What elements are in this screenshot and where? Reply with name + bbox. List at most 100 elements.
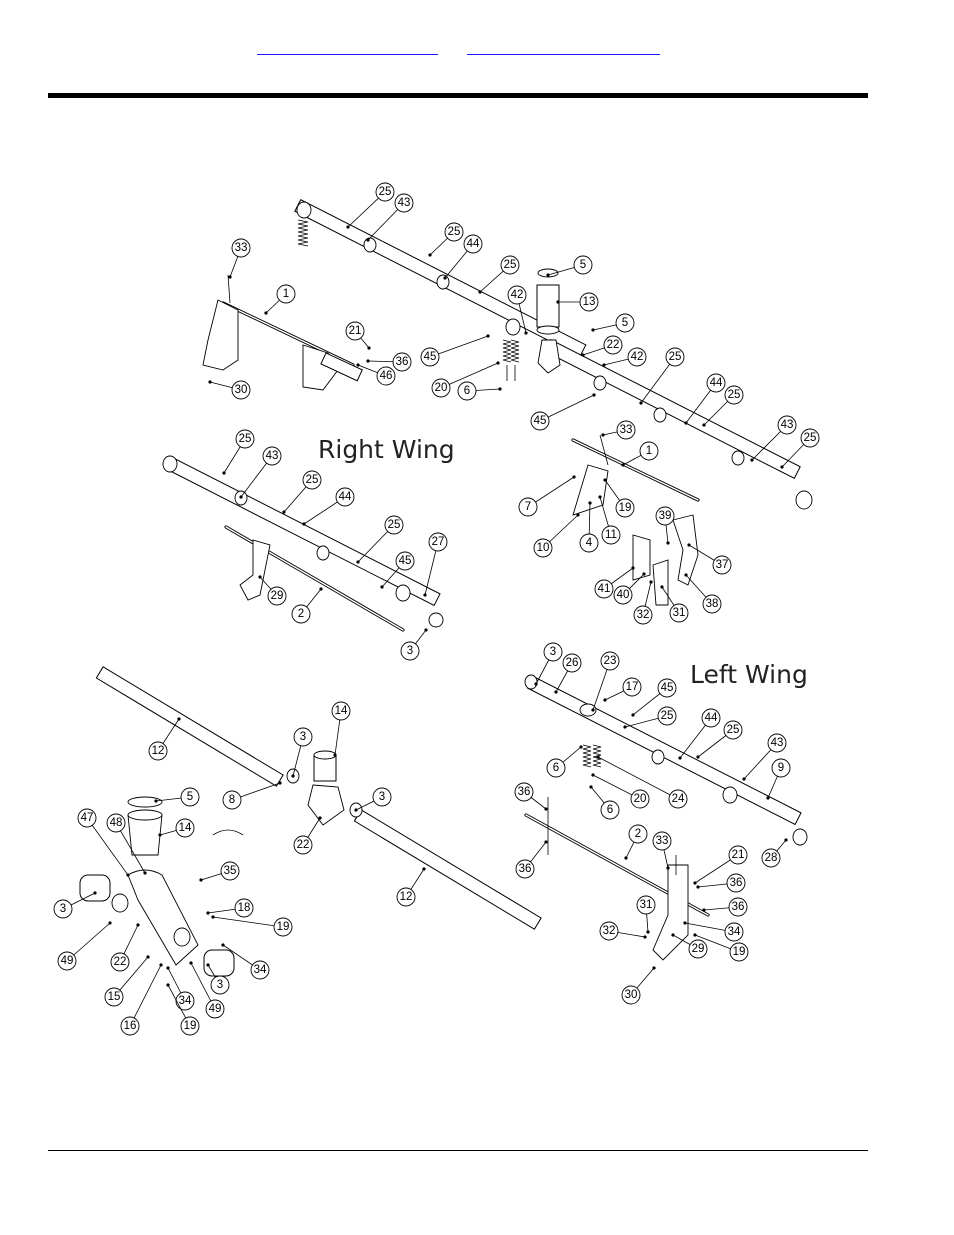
spring: [297, 219, 309, 247]
callout-22: 22: [110, 923, 140, 972]
callout-arrowhead: [780, 465, 784, 469]
callout-arrowhead: [423, 593, 427, 597]
callout-2: 2: [291, 587, 323, 624]
callout-circle: [77, 808, 97, 828]
callout-circle: [106, 813, 126, 833]
callout-2: 2: [624, 824, 648, 860]
callout-arrowhead: [696, 885, 700, 889]
long-tube: [353, 809, 542, 930]
callout-number: 12: [152, 745, 165, 757]
callout-arrowhead: [354, 808, 358, 812]
callout-33: 33: [601, 420, 636, 440]
callout-number: 40: [617, 589, 630, 601]
callout-arrowhead: [366, 359, 370, 363]
end-fitting: [296, 201, 312, 219]
bracket: [652, 559, 669, 606]
fitting: [579, 703, 597, 717]
callout-31: 31: [660, 585, 689, 623]
callout-circle: [220, 861, 240, 881]
callout-number: 5: [580, 259, 586, 271]
callout-7: 7: [518, 475, 576, 517]
callout-arrowhead: [239, 495, 243, 499]
callout-arrowhead: [766, 796, 770, 800]
long-tube: [95, 666, 284, 787]
callout-arrowhead: [784, 838, 788, 842]
callout-arrowhead: [589, 785, 593, 789]
callout-25: 25: [282, 470, 322, 514]
callout-circle: [767, 733, 787, 753]
callout-3: 3: [53, 891, 97, 919]
callout-arrowhead: [291, 774, 295, 778]
callout-circle: [728, 845, 748, 865]
callout-arrowhead: [158, 833, 162, 837]
callout-circle: [724, 922, 744, 942]
callout-21: 21: [693, 845, 748, 885]
callout-45: 45: [380, 551, 415, 589]
callout-number: 13: [583, 296, 596, 308]
callout-number: 47: [81, 812, 94, 824]
callout-number: 20: [634, 793, 647, 805]
callout-circle: [428, 532, 448, 552]
callout-circle: [293, 835, 313, 855]
callout-number: 6: [553, 762, 559, 774]
callout-circle: [706, 373, 726, 393]
callout-circle: [222, 790, 242, 810]
callout-arrowhead: [572, 475, 576, 479]
callout-arrowhead: [581, 353, 585, 357]
callout-arrowhead: [222, 471, 226, 475]
callout-circle: [394, 193, 414, 213]
callout-arrowhead: [750, 458, 754, 462]
callout-arrowhead: [159, 963, 163, 967]
callout-10: 10: [533, 513, 580, 558]
callout-number: 39: [659, 510, 672, 522]
nav-link-right[interactable]: [467, 42, 660, 55]
callout-6: 6: [589, 785, 620, 820]
callout-43: 43: [239, 446, 282, 499]
callout-arrowhead: [498, 387, 502, 391]
wing-fitting: [316, 545, 330, 561]
callout-arrowhead: [591, 328, 595, 332]
callout-37: 37: [687, 543, 732, 575]
callout-5: 5: [154, 787, 200, 807]
callout-number: 1: [646, 445, 652, 457]
callout-number: 25: [504, 259, 517, 271]
callout-number: 43: [771, 737, 784, 749]
callout-number: 3: [379, 791, 385, 803]
callout-14: 14: [331, 701, 351, 757]
end-cap: [524, 674, 538, 690]
callout-circle: [712, 555, 732, 575]
callout-13: 13: [556, 292, 599, 312]
callout-22: 22: [581, 335, 623, 357]
callout-39: 39: [655, 506, 675, 545]
callout-circle: [235, 429, 255, 449]
callout-arrowhead: [264, 311, 268, 315]
callout-circle: [669, 603, 689, 623]
callout-19: 19: [693, 933, 749, 962]
callout-circle: [376, 366, 396, 386]
footer-rule: [48, 1150, 868, 1151]
callout-leader: [115, 822, 146, 874]
callout-14: 14: [158, 818, 195, 838]
callout-circle: [729, 942, 749, 962]
coupler: [111, 893, 129, 913]
callout-circle: [579, 533, 599, 553]
callout-arrowhead: [631, 566, 635, 570]
rotation-arrow: [212, 829, 244, 836]
callout-arrowhead: [591, 708, 595, 712]
callout-44: 44: [302, 487, 355, 526]
callout-36: 36: [514, 782, 548, 811]
callout-36: 36: [696, 873, 746, 893]
callout-arrowhead: [422, 867, 426, 871]
callout-arrowhead: [486, 334, 490, 338]
callout-number: 32: [637, 609, 650, 621]
callout-number: 5: [622, 317, 628, 329]
nav-link-left[interactable]: [257, 42, 438, 55]
callout-arrowhead: [687, 543, 691, 547]
callout-circle: [514, 782, 534, 802]
callout-leader: [429, 335, 489, 358]
callout-arrowhead: [623, 725, 627, 729]
callout-6: 6: [546, 745, 583, 778]
callout-arrowhead: [671, 933, 675, 937]
callout-circle: [396, 887, 416, 907]
callout-number: 3: [407, 645, 413, 657]
